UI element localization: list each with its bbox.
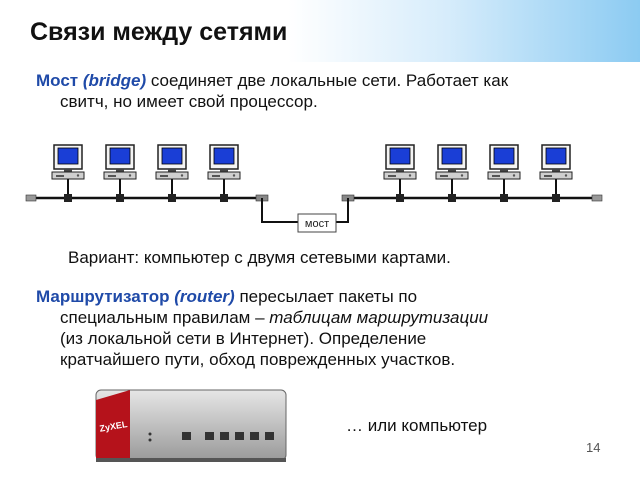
bridge-term-en: (bridge) [82,71,147,90]
computer-icon [435,144,469,202]
page-number: 14 [586,440,601,455]
computer-icon [103,144,137,202]
bridge-term: Мост (bridge) [36,71,147,90]
bridge-label: мост [305,218,329,230]
title-bar [0,0,640,62]
or-computer-text: … или компьютер [346,416,488,435]
router-text-4: кратчайшего пути, обход поврежденных уча… [60,350,456,369]
computer-icon [539,144,573,202]
variant-text: Вариант: компьютер с двумя сетевыми карт… [68,248,451,267]
bridge-text-2: свитч, но имеет свой процессор. [60,92,318,111]
router-term: Маршрутизатор (router) [36,287,235,306]
computer-icon [51,144,85,202]
computer-icon [155,144,189,202]
right-network [341,144,603,202]
routing-tables-term: таблицам маршрутизации [269,308,489,327]
left-network [25,144,269,202]
router-paragraph: Маршрутизатор (router) пересылает пакеты… [36,286,626,370]
bridge-paragraph: Мост (bridge) соединяет две локальные се… [36,70,626,112]
bridge: мост [261,198,349,233]
router-term-en: (router) [174,287,235,306]
router-text-2: специальным правилам – таблицам маршрути… [60,308,489,327]
bridge-text-1: соединяет две локальные сети. Работает к… [146,71,509,90]
router-device-icon: ZyXEL [95,389,287,462]
router-text-3: (из локальной сети в Интернет). Определе… [60,329,427,348]
computer-icon [487,144,521,202]
router-brand: ZyXEL [99,419,129,434]
computer-icon [207,144,241,202]
router-text-1: пересылает пакеты по [234,287,418,306]
computer-icon [383,144,417,202]
page-title: Связи между сетями [30,18,288,46]
